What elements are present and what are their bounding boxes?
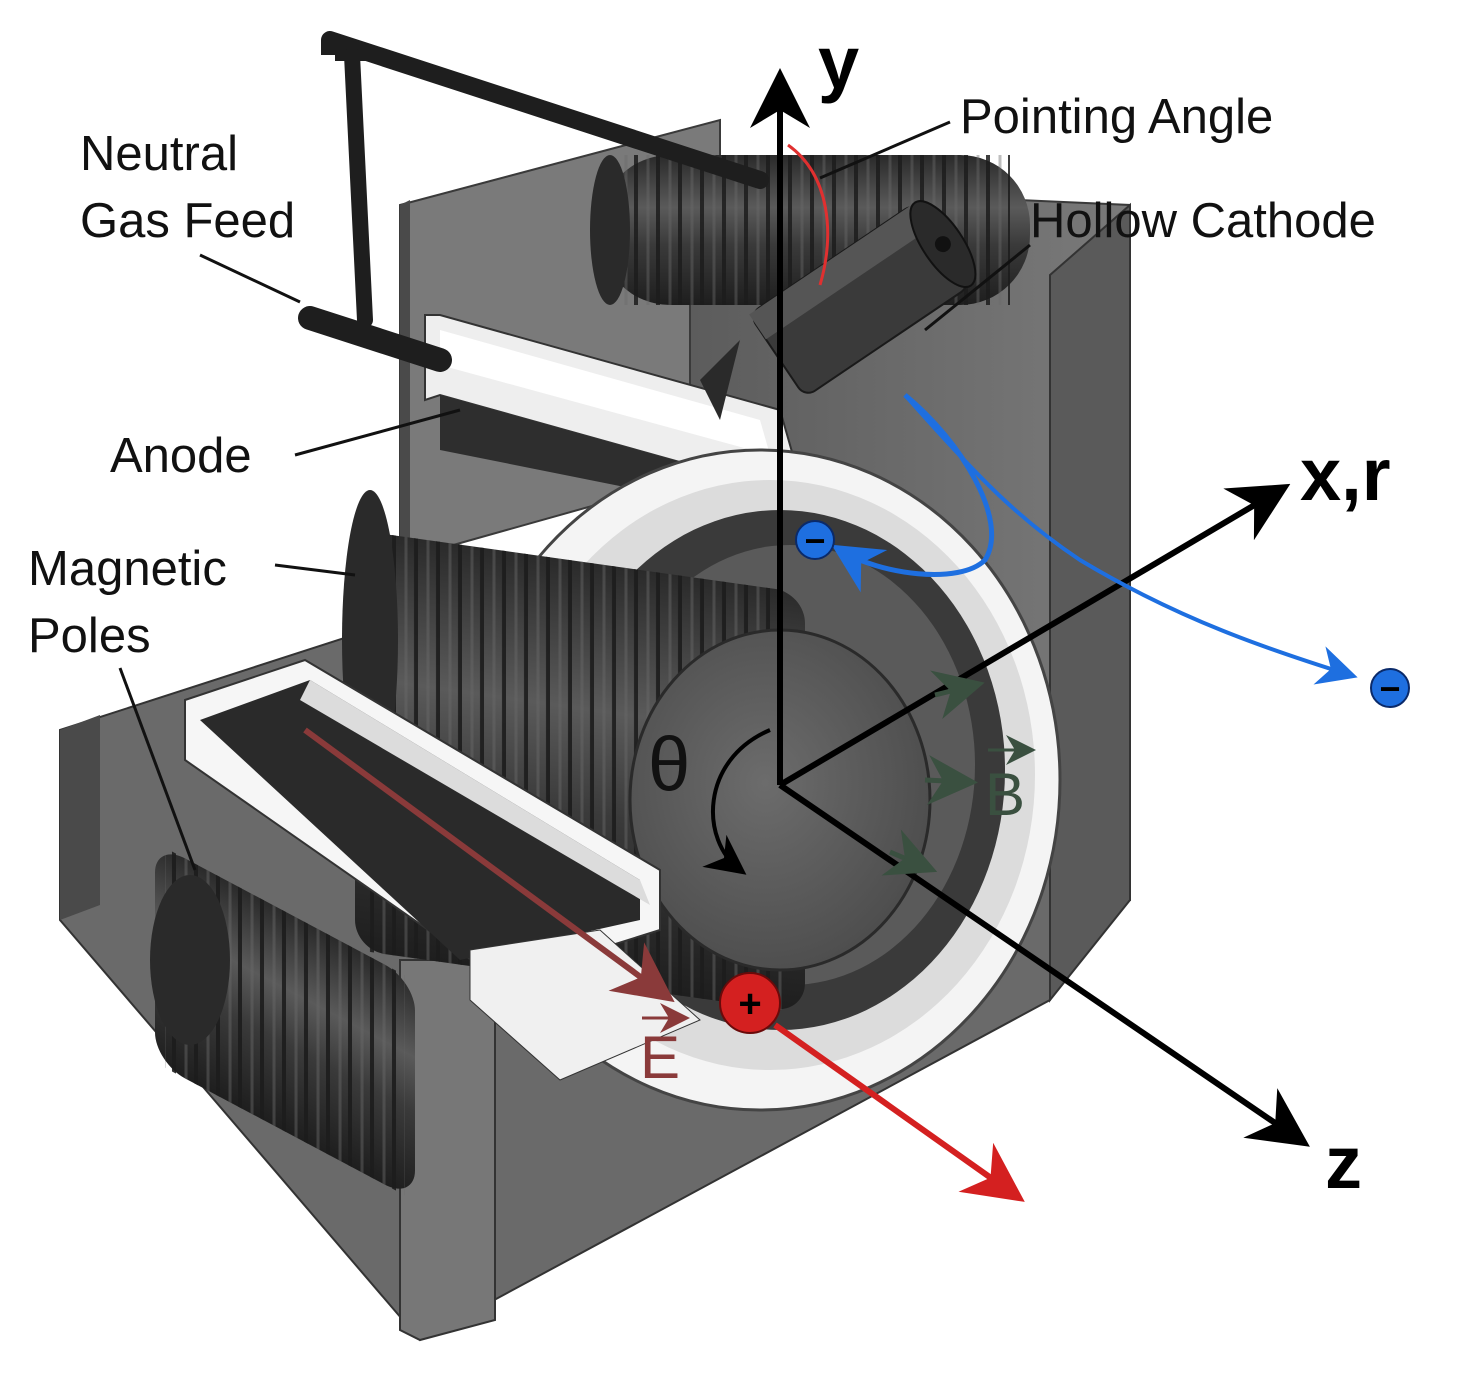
label-x-axis: x,r [1300,433,1391,516]
leader-magnetic-poles-low [118,667,197,871]
label-theta: θ [648,722,690,807]
label-e-field: E [640,1024,680,1091]
label-magnetic-poles-2: Poles [28,609,151,663]
ion-particle: + [719,972,781,1034]
ion-path [773,1022,1025,1202]
electron-path-inner [831,393,995,593]
x-axis-line [778,483,1291,788]
label-hollow-cathode: Hollow Cathode [1030,194,1376,248]
z-axis-line [778,782,1310,1147]
electron-inner: − [795,520,835,561]
leader-magnetic-poles-top [274,563,356,577]
leader-pointing-angle [819,120,951,180]
label-y-axis: y [818,21,859,104]
label-pointing-angle: Pointing Angle [960,90,1273,144]
label-magnetic-poles-1: Magnetic [28,542,227,596]
electron-path-outer [903,393,1358,685]
pointing-angle-arc [787,143,830,286]
svg-text:−: − [804,520,825,561]
label-z-axis: z [1325,1121,1362,1204]
electron-escaped: − [1370,668,1410,709]
b-field-arrows [881,670,985,876]
coordinate-axes [750,68,1310,1147]
label-neutral-gas-feed-2: Gas Feed [80,194,295,248]
label-neutral-gas-feed-1: Neutral [80,127,238,181]
gas-feed-pipe [298,31,769,372]
label-anode: Anode [110,429,252,483]
leader-gas-feed [199,253,301,304]
leader-anode [294,408,461,457]
theta-rotation-arrow [702,728,771,875]
label-b-field: B [985,761,1025,828]
lower-coil [150,847,415,1196]
e-field-arrow [303,727,675,1003]
svg-text:+: + [738,982,761,1026]
svg-text:−: − [1379,668,1400,709]
leader-hollow-cathode [924,243,1031,332]
